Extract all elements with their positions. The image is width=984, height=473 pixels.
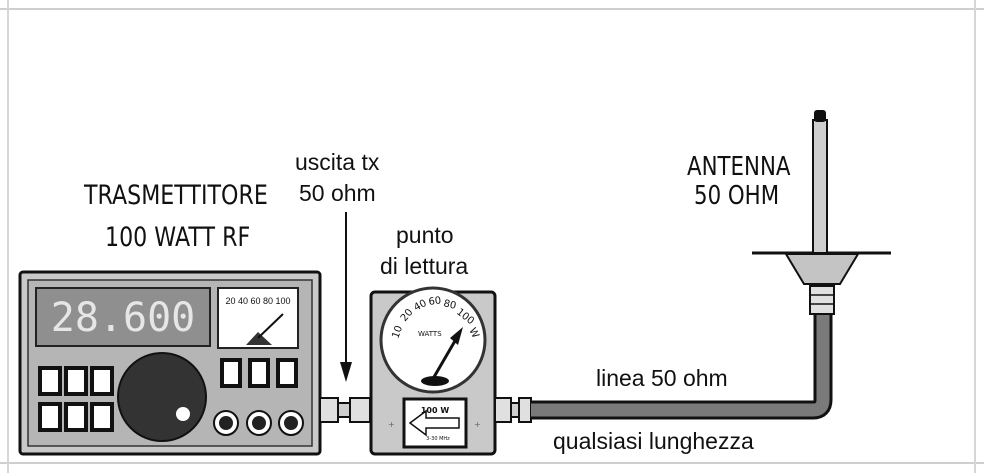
- antenna-label-line1: ANTENNA: [687, 152, 791, 182]
- frequency-readout: 28.600: [51, 295, 196, 341]
- dial-scale-label: 60: [428, 295, 442, 308]
- wattmeter-needle-tip: [450, 327, 463, 345]
- power-meter-needle: [257, 313, 284, 339]
- line-connector: [494, 397, 532, 423]
- antenna-tip: [814, 110, 826, 122]
- right-button-row: [220, 358, 298, 388]
- dial-unit-label: WATTS: [418, 330, 442, 338]
- panel-button: [220, 358, 242, 388]
- power-meter-base: [246, 332, 272, 345]
- dial-scale-label: W: [466, 326, 480, 340]
- tx-output-label-line1: uscita tx: [295, 149, 380, 175]
- panel-button: [276, 358, 298, 388]
- power-meter-scale: 20 40 60 80 100: [225, 296, 290, 306]
- connector-body: [319, 397, 339, 423]
- coax-cable: [531, 314, 830, 417]
- tx-output-connector: [319, 397, 371, 423]
- tuning-knob-dimple: [176, 407, 190, 421]
- wattmeter-dial: [379, 286, 487, 394]
- connector-body: [518, 397, 532, 423]
- left-button-grid: [38, 366, 114, 432]
- panel-button: [38, 402, 62, 432]
- antenna-mount: [784, 253, 860, 285]
- tx-output-label-line2: 50 ohm: [299, 180, 376, 206]
- read-point-label-line2: di lettura: [380, 253, 469, 279]
- read-point-label-line1: punto: [396, 222, 454, 248]
- connector-link: [510, 402, 520, 418]
- panel-button: [64, 366, 88, 396]
- element-direction-arrow: [408, 409, 460, 437]
- antenna-whip: [812, 119, 828, 254]
- panel-button: [90, 366, 114, 396]
- connector-link: [337, 402, 351, 418]
- dial-scale-label: 80: [442, 298, 457, 312]
- frequency-display: [35, 287, 211, 347]
- element-band: 3-30 MHz: [426, 436, 450, 442]
- transmitter-label-line2: 100 WATT RF: [105, 222, 251, 253]
- coax-cable-outline: [531, 314, 833, 420]
- small-knob-center: [284, 416, 298, 430]
- line-label: linea 50 ohm: [596, 365, 728, 391]
- length-label: qualsiasi lunghezza: [553, 428, 754, 454]
- panel-button: [38, 366, 62, 396]
- wattmeter-unit: 10 20 40 60 80 100 W WATTS 100 W 3-30 MH…: [369, 286, 497, 456]
- antenna-connector: [809, 285, 835, 315]
- panel-button: [90, 402, 114, 432]
- connector-body: [349, 397, 371, 423]
- wattmeter-needle-pivot: [421, 376, 449, 386]
- tuning-knob: [117, 352, 207, 442]
- panel-screw: +: [474, 420, 481, 429]
- small-knob-center: [219, 416, 233, 430]
- panel-screw: +: [388, 420, 395, 429]
- transmitter-label-line1: TRASMETTITORE: [84, 180, 268, 211]
- antenna-unit: [752, 110, 891, 315]
- panel-button: [64, 402, 88, 432]
- transmitter-unit: 28.600 20 40 60 80 100: [18, 270, 322, 456]
- panel-button: [248, 358, 270, 388]
- dial-scale-label: 10: [390, 324, 405, 340]
- tx-output-arrow-head: [340, 362, 352, 382]
- dial-scale-label: 40: [412, 298, 428, 314]
- small-knob-row: [213, 410, 304, 436]
- connector-body: [494, 397, 512, 423]
- small-knob-center: [252, 416, 266, 430]
- antenna-label-line2: 50 OHM: [694, 181, 780, 211]
- element-rating: 100 W: [421, 406, 449, 415]
